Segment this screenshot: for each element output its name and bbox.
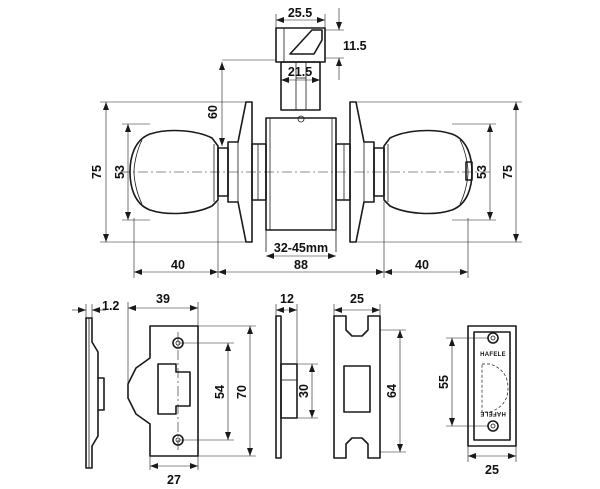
- label-strike-lip: 27: [167, 473, 181, 487]
- brand-logo-bottom: HAFELE: [480, 410, 506, 416]
- door-section: [265, 117, 337, 252]
- label-strike-height: 70: [235, 385, 249, 399]
- dim-left-knob-diameter: 53: [113, 123, 150, 221]
- latch-faceplate: HAFELE HAFELE 55 25: [437, 325, 517, 477]
- label-faceplate-height: 55: [437, 375, 451, 389]
- label-hole-spacing: 54: [213, 385, 227, 399]
- strike-plate: 39 54 70 27: [127, 292, 256, 487]
- strike-box: 25 64: [333, 292, 406, 459]
- label-right-40: 40: [415, 258, 429, 272]
- label-left-53: 53: [113, 165, 127, 179]
- label-latch-face: 11.5: [343, 39, 367, 53]
- dim-latch-face: 11.5: [325, 8, 367, 80]
- label-faceplate-width: 25: [485, 463, 499, 477]
- dim-latch-body: 21.5: [281, 65, 320, 83]
- label-door-thickness: 32-45mm: [274, 241, 328, 255]
- brand-logo-top: HAFELE: [480, 352, 506, 358]
- dim-right-knob-diameter: 53: [452, 123, 496, 221]
- dim-bottom-chain: 40 88 40: [133, 202, 469, 278]
- label-88: 88: [294, 258, 308, 272]
- label-left-75: 75: [90, 165, 104, 179]
- label-strike-width: 39: [156, 292, 170, 306]
- dim-door-thickness: 32-45mm: [266, 241, 336, 259]
- right-knob: [383, 129, 473, 215]
- dim-right-rose-diameter: 75: [356, 101, 522, 243]
- latch-mechanism: [275, 27, 326, 123]
- plate-profile: 1.2: [72, 299, 119, 469]
- label-latch-width: 25.5: [288, 6, 312, 20]
- dim-left-rose-diameter: 75: [90, 101, 246, 243]
- label-right-53: 53: [475, 165, 489, 179]
- keyhole-icon: [465, 161, 473, 181]
- label-box-width: 25: [350, 292, 364, 306]
- latch-tongue: 12 30: [275, 292, 318, 459]
- dim-rose-height: 60: [206, 59, 276, 146]
- label-box-height: 64: [385, 384, 399, 398]
- dim-latch-width: 25.5: [275, 6, 326, 28]
- knob-assembly: 25.5 11.5 21.5 60 75: [90, 6, 522, 278]
- label-latch-body: 21.5: [288, 65, 312, 79]
- label-tongue-width: 12: [280, 292, 294, 306]
- label-tongue-height: 30: [297, 384, 311, 398]
- label-left-40: 40: [171, 258, 185, 272]
- label-rose-height: 60: [206, 105, 220, 119]
- label-plate-thickness: 1.2: [102, 299, 119, 313]
- label-right-75: 75: [501, 165, 515, 179]
